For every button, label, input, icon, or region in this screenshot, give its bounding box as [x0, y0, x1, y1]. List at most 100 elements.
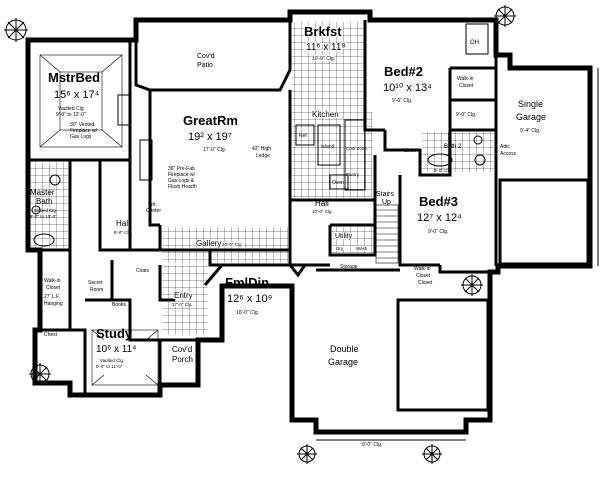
room-bath2: Bath 2 9'-0" Clg. Linen — [404, 144, 462, 173]
ceiling-note: Vaulted Clg. — [100, 358, 124, 363]
ceiling-note: Sloped Clg. — [34, 208, 57, 213]
patio-outline — [134, 20, 292, 92]
tree-icon — [461, 274, 483, 296]
room-water-heater: OH — [470, 40, 479, 46]
room-name: Hall — [315, 199, 329, 208]
room-name: Patio — [197, 62, 213, 69]
double-garage-door-edge — [316, 431, 466, 441]
tree-icon — [4, 18, 28, 42]
kitchen-island — [317, 124, 341, 166]
room-hall-center: Hall 10'-0" Clg. — [312, 199, 333, 214]
oven-label: Oven — [332, 180, 344, 186]
room-name: Closet — [459, 83, 474, 89]
room-bed2: Bed#2 10¹⁰ x 13⁴ 9'-0" Clg. — [383, 64, 432, 104]
water-heater — [465, 23, 489, 55]
ceiling-note: 10'-0" Clg. — [236, 310, 259, 316]
room-chest: Chest — [44, 332, 58, 338]
room-name: Gallery — [196, 239, 221, 248]
ceiling-note: 9'-0" to 11'-0" — [96, 364, 123, 369]
room-bed3: Bed#3 12⁷ x 12⁴ 9'-0" Clg. — [417, 194, 462, 235]
room-name: Chest — [44, 332, 58, 338]
porch-outline — [158, 338, 222, 385]
room-great-room: GreatRm 19² x 19⁷ 17'-0" Clg. 42" High L… — [146, 113, 271, 214]
room-dimensions: 19² x 19⁷ — [188, 131, 232, 143]
bath2-tile — [422, 132, 494, 172]
room-single-garage: Single Garage 9'-4" Clg. — [516, 99, 546, 134]
bathtub-icon — [427, 153, 453, 167]
room-name: Bath 2 — [444, 144, 462, 150]
room-name: Kitchen — [312, 110, 339, 119]
room-dimensions: 15⁶ x 17⁴ — [54, 89, 100, 101]
room-double-garage: Double Garage 9'-0" Clg. — [328, 344, 382, 448]
ceiling-note: 9'-0" to 12'-0" — [56, 112, 86, 118]
room-name: Master — [30, 188, 55, 197]
storage-label: Storage — [340, 264, 358, 270]
room-attic: Attic Access — [500, 144, 517, 157]
water-heater-label: OH — [470, 40, 479, 46]
room-name: Closet — [418, 280, 433, 286]
room-study: Study 10⁶ x 11⁴ Vaulted Clg. 9'-0" to 11… — [96, 326, 136, 369]
room-name: Bed#2 — [384, 64, 423, 79]
room-dimensions: 12⁶ x 10⁹ — [227, 293, 272, 305]
room-name: GreatRm — [183, 113, 238, 128]
kitchen-counter — [344, 119, 366, 191]
room-name: Single — [518, 99, 543, 109]
room-master-bed: MstrBed 15⁶ x 17⁴ Vaulted Clg. 9'-0" to … — [48, 70, 100, 140]
fireplace-note: 36" Pre-Fab — [168, 166, 195, 172]
bathtub-icon — [33, 233, 55, 247]
secret-room-label: Room — [90, 287, 103, 293]
ent-center-note: Ent. — [148, 202, 157, 208]
ceiling-note: 9'-0" Clg. — [434, 168, 452, 173]
room-name: Bath — [36, 197, 52, 206]
room-name: MstrBed — [48, 70, 100, 85]
room-name: Utility — [335, 233, 353, 240]
room-name: Up — [382, 199, 391, 206]
fireplace-icon — [117, 94, 131, 126]
tree-icon — [297, 444, 317, 464]
room-walkin-closet-master: Walk-in Closet 27' L.F. Hanging — [44, 278, 63, 307]
room-name: Access — [500, 151, 517, 157]
kitchen-tile — [292, 112, 372, 198]
room-dimensions: 10⁶ x 11⁴ — [96, 344, 136, 355]
ledge-note: Ledge — [256, 153, 270, 159]
ceiling-note: 9'-0" Clg. — [392, 98, 412, 104]
room-name: Porch — [172, 355, 193, 364]
entry-tile — [162, 265, 208, 335]
stairs-icon — [375, 204, 399, 264]
room-dimensions: 12⁷ x 12⁴ — [417, 212, 462, 224]
single-garage-door-edge — [589, 68, 599, 266]
sink-icon — [31, 205, 41, 215]
fireplace-note: Flush Hearth — [168, 184, 197, 190]
dryer-label: Dry — [336, 246, 344, 251]
room-name: Attic — [500, 144, 510, 150]
room-dimensions: 11⁶ x 11⁸ — [306, 42, 346, 53]
fireplace-note: Gas Logs — [70, 134, 92, 140]
ceiling-note: 9'-0" Clg. — [114, 230, 132, 235]
room-name: Brkfst — [304, 24, 342, 39]
room-closets: Coats Secret Room Books — [88, 268, 150, 308]
ceiling-note: 9'-0" Clg. — [456, 112, 476, 118]
ceiling-note: 9'-0" to 10'-0" — [30, 214, 57, 219]
ceiling-note: Vaulted Clg. — [58, 106, 85, 112]
toilet-icon — [474, 154, 486, 166]
room-family-dining: FmlDin 12⁶ x 10⁹ 10'-0" Clg. — [225, 275, 272, 316]
room-name: Stairs — [376, 191, 394, 198]
room-name: Bed#3 — [419, 194, 458, 209]
room-entry: Entry 17'-0" Clg. — [171, 290, 194, 308]
ref-label: Ref — [299, 133, 307, 139]
room-breakfast: Brkfst 11⁶ x 11⁸ 10'-0" Clg. — [303, 23, 347, 63]
room-name: Cov'd — [172, 345, 192, 354]
room-name: Walk-in — [414, 266, 431, 272]
gallery-tile — [162, 227, 288, 263]
ledge-note: 42" High — [252, 146, 271, 152]
sink-icon — [473, 135, 483, 145]
double-garage-door — [396, 298, 490, 412]
vaulted-ceiling-lines — [91, 329, 159, 386]
room-walkin-closet-3: Walk-in Closet — [414, 266, 431, 279]
room-covd-porch: Cov'd Porch — [172, 345, 193, 364]
fireplace-note: Fireplace w/ — [168, 172, 196, 178]
utility-tile — [332, 227, 374, 253]
refrigerator — [295, 124, 315, 146]
fireplace-note: 30" Vented — [70, 122, 95, 128]
oven — [329, 174, 349, 190]
